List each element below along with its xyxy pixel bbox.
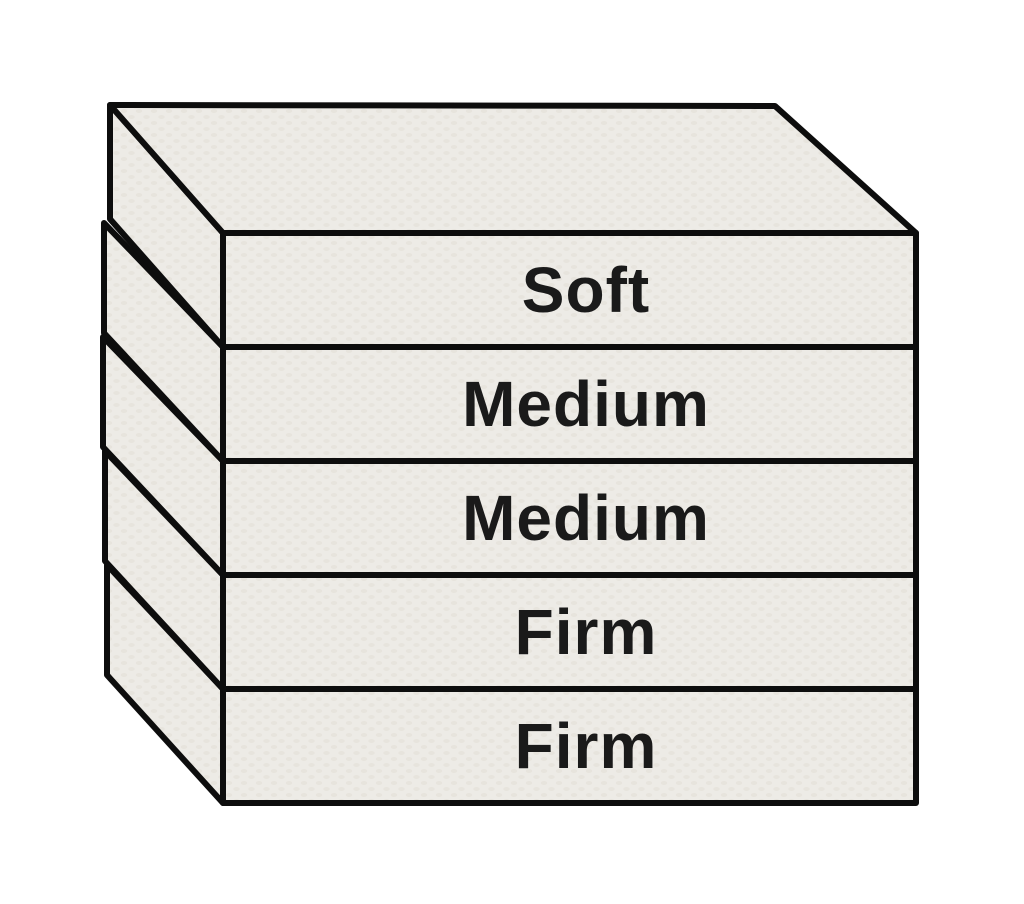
mattress-layer-2: [101, 220, 919, 464]
slab-shapes: [100, 102, 919, 806]
layer-label-4: Firm: [515, 596, 658, 668]
layer-label-3: Medium: [462, 482, 710, 554]
layer-label-1: Soft: [522, 254, 650, 326]
layer-front-face: [220, 572, 919, 692]
layer-label-2: Medium: [462, 368, 710, 440]
mattress-layer-5: [104, 562, 919, 806]
layer-label-5: Firm: [515, 710, 658, 782]
layer-front-face: [220, 458, 919, 578]
layer-top-face: [107, 102, 919, 236]
mattress-layer-4: [102, 448, 919, 692]
layer-front-face: [220, 686, 919, 806]
layer-labels: Soft Medium Medium Firm Firm: [462, 254, 710, 782]
mattress-layer-1: [107, 102, 919, 350]
layer-front-face: [220, 230, 919, 350]
